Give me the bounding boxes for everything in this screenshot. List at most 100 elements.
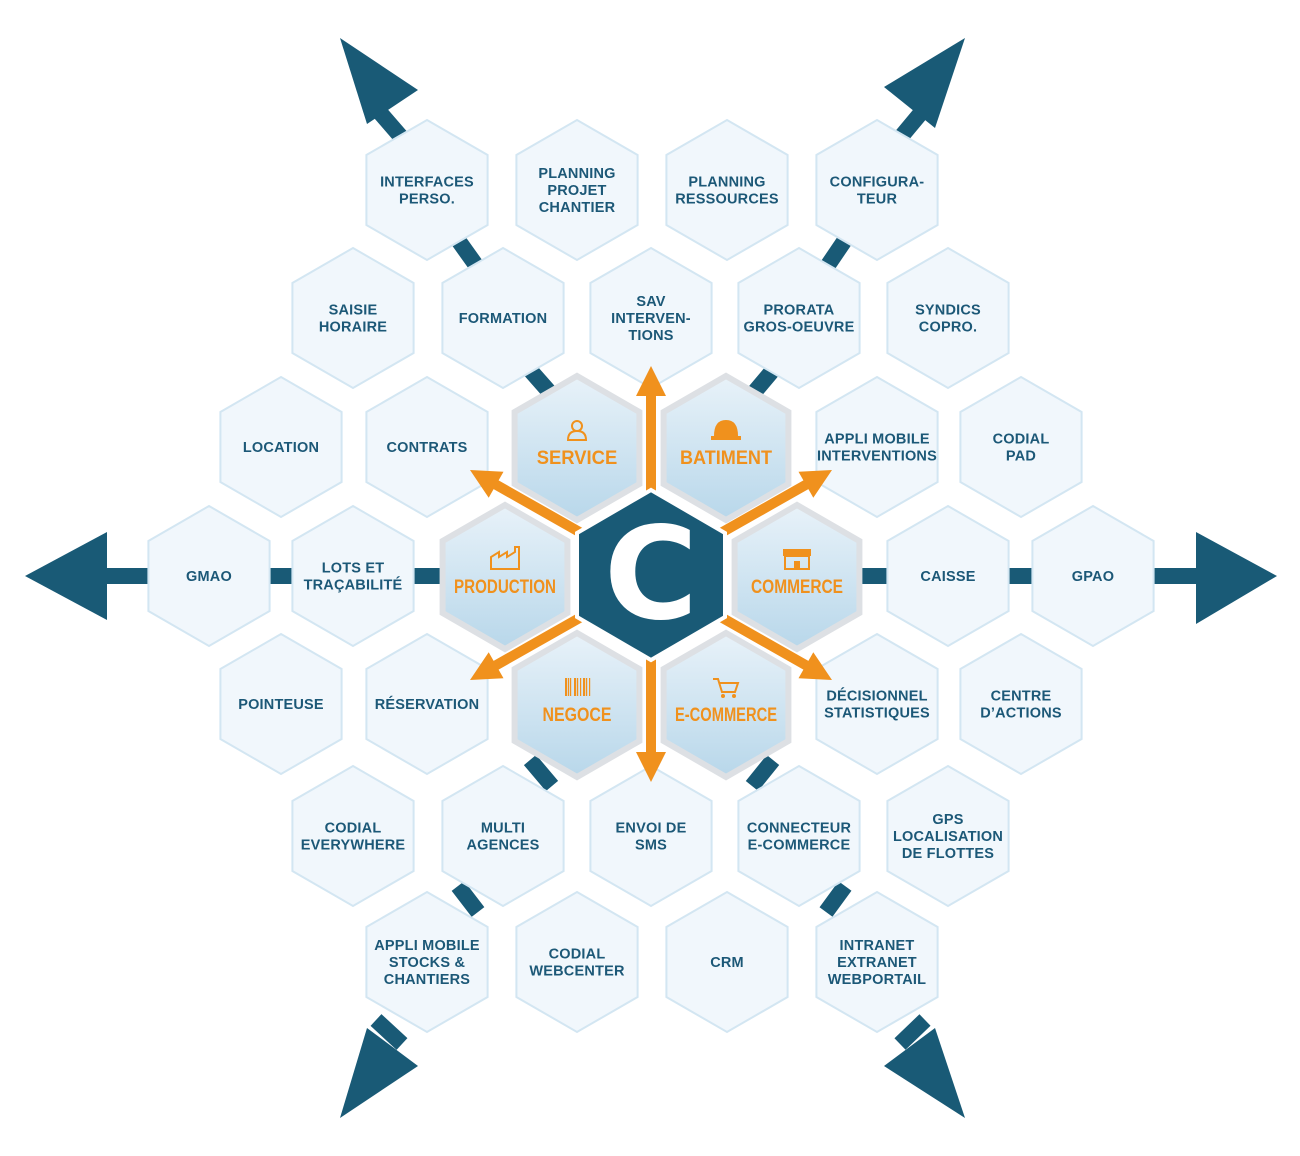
- barcode-icon: [565, 678, 591, 696]
- feature-hex-shape: [515, 118, 639, 262]
- feature-label-line: MULTI: [481, 821, 525, 837]
- module-label: BATIMENT: [680, 448, 772, 469]
- connector-line: [523, 754, 559, 792]
- feature-formation[interactable]: FORMATION: [441, 246, 565, 390]
- feature-label-line: DÉCISIONNEL: [826, 688, 927, 705]
- feature-label-line: RESSOURCES: [675, 192, 779, 208]
- feature-configurateur[interactable]: CONFIGURA-TEUR: [815, 118, 939, 262]
- feature-label-line: SMS: [635, 838, 667, 854]
- feature-hex-shape: [886, 504, 1010, 648]
- feature-label-line: LOTS ET: [322, 561, 385, 577]
- connector-line: [745, 754, 780, 792]
- feature-hex-shape: [365, 375, 489, 519]
- spoke-arrow-down-left: [470, 607, 593, 680]
- feature-hexagons: INTERFACESPERSO.PLANNINGPROJETCHANTIERPL…: [147, 118, 1155, 1034]
- feature-label-line: CENTRE: [991, 689, 1052, 705]
- module-service[interactable]: SERVICE: [511, 372, 643, 524]
- feature-label-line: EVERYWHERE: [301, 838, 406, 854]
- feature-label-line: INTERVEN-: [611, 311, 691, 327]
- module-e-commerce[interactable]: E-COMMERCE: [660, 629, 792, 781]
- feature-label-line: CONTRATS: [386, 440, 467, 456]
- module-hex-shape: [511, 629, 643, 781]
- feature-label-line: WEBCENTER: [529, 964, 625, 980]
- feature-label-line: PLANNING: [538, 166, 615, 182]
- feature-hex-shape: [365, 890, 489, 1034]
- feature-hex-shape: [365, 118, 489, 262]
- feature-label-line: WEBPORTAIL: [828, 972, 926, 988]
- feature-hex-shape: [737, 246, 861, 390]
- feature-reservation[interactable]: RÉSERVATION: [365, 632, 489, 776]
- feature-hex-shape: [737, 764, 861, 908]
- spoke-arrow-up: [636, 366, 666, 500]
- feature-label-line: CONNECTEUR: [747, 821, 852, 837]
- feature-label-line: INTERFACES: [380, 175, 474, 191]
- feature-label-line: PERSO.: [399, 192, 455, 208]
- feature-contrats[interactable]: CONTRATS: [365, 375, 489, 519]
- feature-crm[interactable]: CRM: [665, 890, 789, 1034]
- feature-label-line: INTRANET: [840, 938, 915, 954]
- module-label: E-COMMERCE: [675, 705, 777, 726]
- feature-label-line: PROJET: [547, 183, 606, 199]
- feature-location[interactable]: LOCATION: [219, 375, 343, 519]
- feature-hex-shape: [665, 118, 789, 262]
- feature-hex-shape: [815, 118, 939, 262]
- feature-label-line: LOCATION: [243, 440, 319, 456]
- arrow-right: [1196, 532, 1277, 624]
- feature-hex-shape: [886, 246, 1010, 390]
- feature-label-line: SYNDICS: [915, 303, 981, 319]
- feature-hex-shape: [441, 764, 565, 908]
- feature-label-line: CHANTIERS: [384, 972, 471, 988]
- module-commerce[interactable]: COMMERCE: [731, 501, 863, 653]
- feature-hex-shape: [959, 632, 1083, 776]
- feature-label-line: CODIAL: [325, 821, 382, 837]
- module-production[interactable]: PRODUCTION: [439, 501, 571, 653]
- module-batiment[interactable]: BATIMENT: [660, 372, 792, 524]
- core-hexagon: C: [575, 487, 727, 663]
- module-negoce[interactable]: NEGOCE: [511, 629, 643, 781]
- feature-caisse[interactable]: CAISSE: [886, 504, 1010, 648]
- hard-hat-icon: [711, 420, 741, 440]
- connector-line: [370, 1014, 408, 1050]
- factory-icon: [490, 546, 520, 570]
- person-icon: [566, 420, 588, 441]
- feature-label-line: STATISTIQUES: [824, 706, 930, 722]
- feature-hex-shape: [1031, 504, 1155, 648]
- arrow-top-left: [340, 38, 418, 124]
- feature-hex-shape: [147, 504, 271, 648]
- feature-label-line: CHANTIER: [539, 200, 616, 216]
- feature-hex-shape: [441, 246, 565, 390]
- feature-label-line: HORAIRE: [319, 320, 387, 336]
- spoke-arrow-up-left: [470, 470, 593, 543]
- arrow-left: [25, 532, 107, 620]
- feature-label-line: DE FLOTTES: [902, 846, 994, 862]
- arrow-top-right: [884, 38, 965, 128]
- feature-gmao[interactable]: GMAO: [147, 504, 271, 648]
- feature-pointeuse[interactable]: POINTEUSE: [219, 632, 343, 776]
- feature-label-line: PLANNING: [688, 175, 765, 191]
- shop-icon: [783, 549, 811, 570]
- core-letter: C: [604, 500, 698, 649]
- module-hex-shape: [439, 501, 571, 653]
- feature-gpao[interactable]: GPAO: [1031, 504, 1155, 648]
- feature-label-line: CRM: [710, 955, 744, 971]
